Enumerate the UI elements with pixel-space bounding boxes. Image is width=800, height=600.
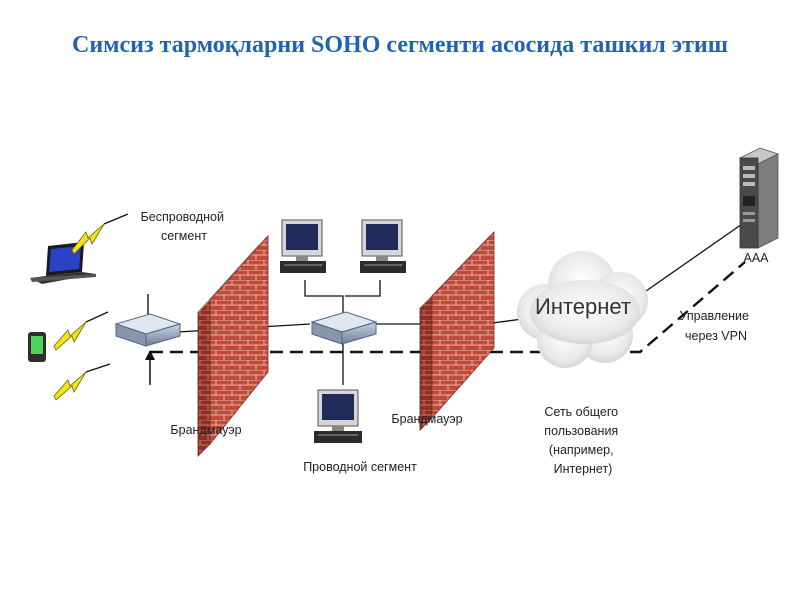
vpn-dashed-path	[150, 261, 746, 354]
slide-title: Симсиз тармоқларни SOHO сегменти асосида…	[72, 32, 728, 58]
laptop-icon	[30, 242, 96, 284]
server-icon	[738, 147, 780, 249]
workstation-icon	[360, 219, 406, 273]
wired-segment-label: Проводной сегмент	[303, 460, 417, 474]
firewall-icon	[197, 234, 269, 457]
firewall-left-label: Брандмауэр	[170, 423, 241, 437]
aaa-label: AAA	[743, 251, 769, 265]
workstation-icon	[314, 389, 362, 443]
workstation-icon	[280, 219, 326, 273]
vpn-management-label: Управление через VPN	[680, 309, 753, 343]
wireless-segment-label: Беспроводной сегмент	[141, 210, 228, 243]
firewall-right-label: Брандмауэр	[391, 412, 462, 426]
cloud-icon	[517, 251, 648, 368]
internet-label: Интернет	[535, 294, 631, 319]
switch-icon	[310, 311, 378, 345]
vpn-arrowhead	[145, 350, 155, 360]
wireless-line-icon	[85, 213, 129, 373]
public-network-label: Сеть общего пользования (например, Интер…	[544, 405, 621, 476]
access-point-icon	[114, 294, 182, 347]
phone-icon	[28, 332, 46, 362]
firewall-icon	[419, 231, 495, 431]
wireless-bolt-icon	[53, 223, 105, 401]
